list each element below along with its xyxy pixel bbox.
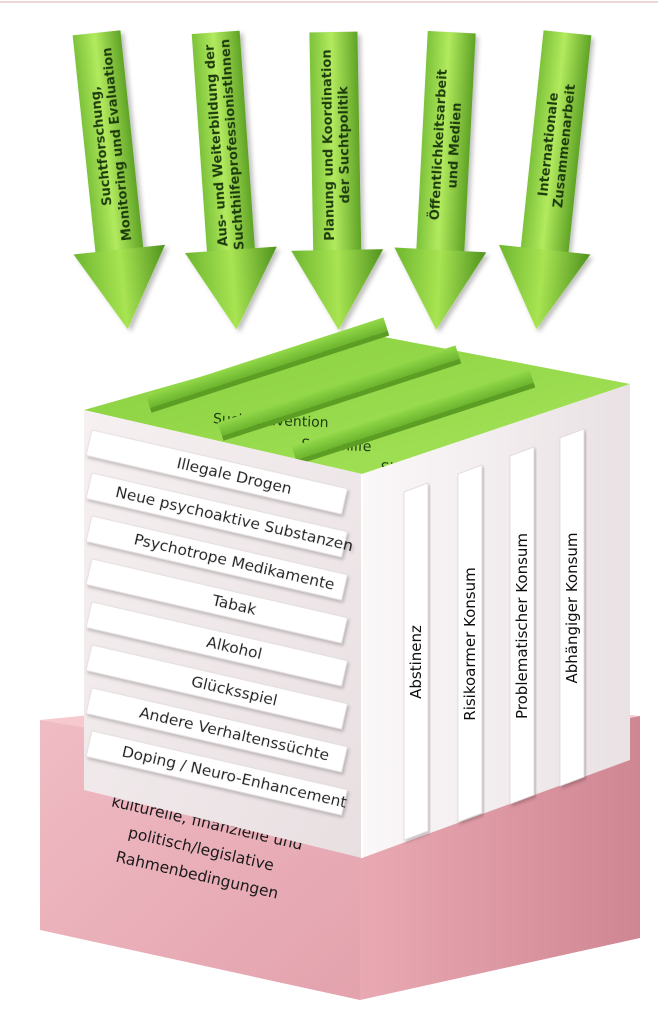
arrow-shaft (191, 30, 255, 254)
arrow-1: Suchtforschung,Monitoring und Evaluation (72, 30, 166, 330)
arrow-head (394, 247, 487, 330)
arrow-head (184, 246, 277, 330)
arrow-label-line: Öffentlichkeitsarbeit (427, 69, 451, 221)
consumption-column-2: Risikoarmer Konsum (457, 464, 483, 823)
substance-strip-bg (85, 730, 348, 816)
arrow-label-line: Planung und Koordination (320, 49, 338, 241)
top-layer-3 (291, 369, 536, 465)
consumption-label: Problematischer Konsum (513, 533, 531, 719)
substance-strip-bg (85, 472, 348, 558)
arrows-group: Suchtforschung,Monitoring und Evaluation… (72, 30, 592, 330)
arrow-head (291, 249, 384, 330)
arrow-shaft (72, 30, 144, 255)
consumption-column-bg (457, 464, 483, 823)
arrow-shaft (520, 30, 592, 255)
consumption-label: Risikoarmer Konsum (461, 567, 479, 720)
consumption-columns: Abstinenz Risikoarmer Konsum Problematisch… (403, 428, 585, 841)
arrow-label: Planung und Koordinationder Suchtpolitik (320, 49, 354, 241)
top-layer-ridge (145, 317, 388, 408)
arrow-shaft (309, 31, 362, 253)
substance-strip-5: Alkohol (85, 601, 348, 687)
arrow-label-line: der Suchtpolitik (336, 86, 353, 204)
consumption-column-1: Abstinenz (403, 482, 429, 841)
consumption-label: Abhängiger Konsum (563, 532, 581, 683)
consumption-label: Abstinenz (407, 625, 425, 699)
substance-strip-bg (85, 687, 348, 773)
arrow-head (73, 244, 166, 330)
top-layer-ridge (217, 345, 460, 436)
substance-strip-bg (85, 644, 348, 730)
arrow-label: Öffentlichkeitsarbeitund Medien (427, 69, 467, 222)
consumption-column-bg (509, 446, 535, 805)
cube-top-face (84, 332, 630, 474)
top-layer-2 (217, 345, 462, 441)
arrow-2: Aus- und Weiterbildung derSuchthilfeprof… (184, 30, 277, 330)
cube: SuchtpräventionSuchthilfeSicherheit Ille… (84, 317, 630, 858)
consumption-column-3: Problematischer Konsum (509, 446, 535, 805)
substance-strip-bg (85, 558, 348, 644)
top-layer-1 (145, 317, 390, 413)
arrow-head (498, 244, 591, 330)
top-layer-ridge-shadow (150, 330, 390, 413)
substance-strip-bg (85, 429, 348, 515)
consumption-column-bg (403, 482, 429, 841)
substance-strip-4: Tabak (85, 558, 348, 644)
top-layer-ridge-shadow (296, 382, 536, 465)
top-layer-shelves: SuchtpräventionSuchthilfeSicherheit (145, 317, 536, 479)
consumption-column-4: Abhängiger Konsum (559, 428, 585, 787)
top-layer-ridge (291, 369, 534, 460)
substance-strip-bg (85, 515, 348, 601)
arrow-3: Planung und Koordinationder Suchtpolitik (291, 31, 384, 330)
top-layer-ridge-shadow (222, 358, 462, 441)
consumption-column-bg (559, 428, 585, 787)
arrow-label-line: und Medien (446, 102, 465, 189)
substance-strip-bg (85, 601, 348, 687)
arrow-5: InternationaleZusammenarbeit (498, 30, 592, 330)
arrow-shaft (416, 30, 476, 254)
arrow-4: Öffentlichkeitsarbeitund Medien (394, 30, 487, 330)
